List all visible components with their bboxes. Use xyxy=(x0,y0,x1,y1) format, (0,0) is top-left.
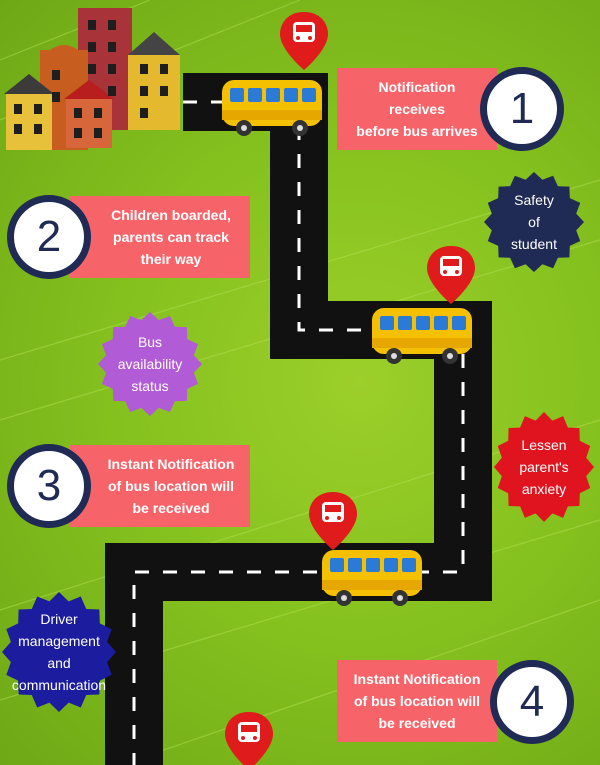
starburst-shape xyxy=(484,172,584,272)
step-1-number: 1 xyxy=(480,67,564,151)
step-4-number: 4 xyxy=(490,660,574,744)
map-pin-bus-icon xyxy=(225,712,273,765)
step-3-callout: Instant Notification of bus location wil… xyxy=(70,445,250,527)
step-1-text: Notification receives before bus arrives xyxy=(356,79,478,139)
map-pin-bus-icon xyxy=(427,246,475,304)
badge-parent-anxiety-text: Lessen parent's anxiety xyxy=(519,437,569,497)
step-4-callout: Instant Notification of bus location wil… xyxy=(337,660,497,742)
badge-safety: Safety of student xyxy=(484,172,584,272)
step-3-number: 3 xyxy=(7,444,91,528)
step-3-text: Instant Notification of bus location wil… xyxy=(107,456,235,516)
starburst-shape xyxy=(494,412,594,522)
map-pin-bus-icon xyxy=(309,492,357,550)
step-2-callout: Children boarded, parents can track thei… xyxy=(70,196,250,278)
starburst-shape xyxy=(98,312,202,416)
step-4-text: Instant Notification of bus location wil… xyxy=(353,671,481,731)
step-1-callout: Notification receives before bus arrives xyxy=(337,68,497,150)
step-2-text: Children boarded, parents can track thei… xyxy=(111,207,231,267)
badge-driver-management-text: Driver management and communication xyxy=(11,611,107,693)
badge-driver-management: Driver management and communication xyxy=(2,592,116,712)
city-buildings-icon xyxy=(4,8,180,150)
starburst-shape xyxy=(2,592,116,712)
badge-parent-anxiety: Lessen parent's anxiety xyxy=(494,412,594,522)
map-pin-bus-icon xyxy=(280,12,328,70)
badge-bus-availability: Bus availability status xyxy=(98,312,202,416)
badge-bus-availability-text: Bus availability status xyxy=(117,334,183,394)
step-2-number: 2 xyxy=(7,195,91,279)
badge-safety-text: Safety of student xyxy=(511,192,557,252)
